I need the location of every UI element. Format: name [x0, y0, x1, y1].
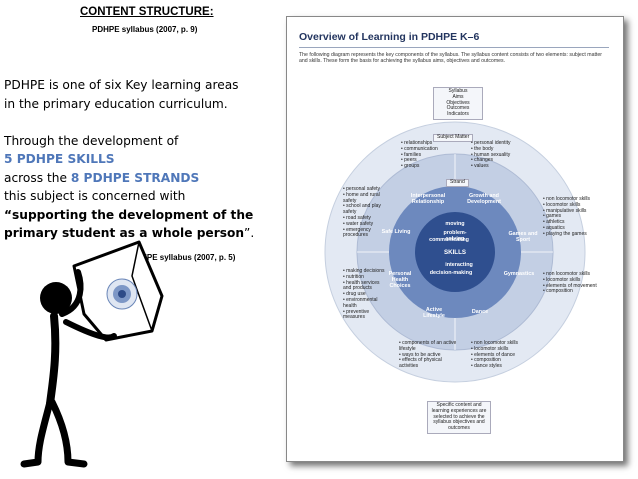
list-item: changes — [471, 158, 531, 164]
list-item: values — [471, 163, 531, 170]
strand-gymnastics: Gymnastics — [503, 271, 535, 277]
slide-heading: CONTENT STRUCTURE: — [80, 6, 214, 18]
strand-personal-health: Personal Health Choices — [388, 271, 412, 289]
learning-experiences-box: Specific content and learning experience… — [427, 401, 491, 434]
list-item: relationships — [401, 140, 461, 147]
paragraph2-line4: this subject is concerned with — [4, 189, 186, 203]
stick-figure-illustration — [20, 240, 164, 468]
list-item: components of an active lifestyle — [399, 340, 461, 353]
paragraph-gap — [4, 113, 272, 132]
strand-growth: Growth and Development — [467, 193, 501, 205]
list-item: peers — [401, 158, 461, 164]
list-item: locomotor skills — [543, 202, 601, 209]
list-item: dance styles — [471, 363, 533, 370]
list-item: environmental health — [343, 297, 385, 310]
title-divider — [299, 47, 609, 48]
strand-active-lifestyle: Active Lifestyle — [423, 307, 445, 319]
diagram-circles — [324, 121, 586, 383]
outcomes-label: Outcomes — [446, 105, 470, 112]
indicators-label: Indicators — [447, 111, 469, 118]
syllabus-label: Syllabus — [448, 88, 468, 94]
across-text: across the — [4, 170, 71, 185]
skill-problem-solving: problem-solving — [443, 230, 467, 242]
strand-label: Strand — [446, 179, 469, 187]
list-item: groups — [401, 163, 461, 170]
list-item: non locomotor skills — [471, 340, 533, 347]
list-item: nutrition — [343, 274, 385, 281]
skill-communicating: communicating — [429, 237, 469, 243]
list-item: games — [543, 214, 601, 220]
left-upper-list: personal safety home and rural safety sc… — [337, 186, 385, 240]
syllabus-overview-panel: Overview of Learning in PDHPE K–6 The fo… — [286, 16, 624, 462]
skills-highlight: 5 PDHPE SKILLS — [4, 152, 115, 166]
objectives-label: Objectives — [446, 99, 470, 106]
list-item: elements of movement — [543, 283, 601, 290]
list-item: personal identity — [471, 140, 531, 147]
list-item: non locomotor skills — [543, 196, 601, 203]
strand-interpersonal: Interpersonal Relationship — [410, 193, 446, 205]
list-item: elements of dance — [471, 352, 533, 359]
top-right-list: personal identity the body human sexuali… — [465, 140, 531, 170]
left-lower-list: making decisions nutrition health servic… — [337, 268, 385, 322]
citation-top: PDHPE syllabus (2007, p. 9) — [92, 25, 198, 34]
strand-safe-living: Safe Living — [381, 229, 411, 235]
list-item: families — [401, 152, 461, 159]
diagram-title: Overview of Learning in PDHPE K–6 — [299, 31, 480, 43]
bottom-left-list: components of an active lifestyle ways t… — [393, 340, 461, 370]
diagram-intro: The following diagram represents the key… — [299, 52, 602, 65]
top-left-list: relationships communication families pee… — [395, 140, 461, 170]
list-item: locomotor skills — [471, 346, 533, 353]
list-item: communication — [401, 146, 461, 153]
list-item: locomotor skills — [543, 277, 601, 284]
list-item: athletics — [543, 219, 601, 226]
syllabus-box: Syllabus Aims Objectives Outcomes Indica… — [433, 87, 483, 120]
paragraph2-line1: Through the development of — [4, 133, 179, 148]
bottom-right-list: non locomotor skills locomotor skills el… — [465, 340, 533, 370]
skill-moving: moving — [445, 221, 465, 227]
list-item: ways to be active — [399, 352, 461, 359]
skills-center-label: SKILLS — [443, 249, 466, 256]
list-item: human sexuality — [471, 152, 531, 159]
whole-person-text: primary student as a whole person — [4, 226, 245, 240]
paragraph2-line6: primary student as a whole person”. — [4, 224, 272, 243]
list-item: emergency procedures — [343, 227, 385, 240]
strand-games: Games and Sport — [508, 231, 538, 243]
skill-interacting: interacting — [445, 262, 473, 268]
list-item: composition — [471, 358, 533, 364]
list-item: aquatics — [543, 225, 601, 232]
right-upper-list: non locomotor skills locomotor skills ma… — [537, 196, 601, 238]
paragraph2-line5: “supporting the development of the — [4, 207, 254, 222]
citation-bottom: PDHPE syllabus (2007, p. 5) — [130, 253, 236, 262]
list-item: playing the games — [543, 231, 601, 238]
closing-quote: ”. — [244, 226, 255, 240]
list-item: home and rural safety — [343, 192, 385, 205]
skill-decision-making: decision-making — [429, 270, 473, 276]
list-item: road safety — [343, 215, 385, 222]
list-item: effects of physical activities — [399, 358, 461, 370]
paragraph1-line2: in the primary education curriculum. — [4, 96, 228, 111]
right-lower-list: non locomotor skills locomotor skills el… — [537, 271, 601, 295]
list-item: school and play safety — [343, 204, 385, 216]
strand-dance: Dance — [471, 309, 489, 315]
list-item: preventive measures — [343, 309, 385, 322]
paragraph1-line1: PDHPE is one of six Key learning areas — [4, 78, 239, 92]
list-item: making decisions — [343, 268, 385, 275]
list-item: the body — [471, 146, 531, 153]
list-item: composition — [543, 289, 601, 295]
paragraph2-line3: across the 8 PDHPE STRANDS — [4, 169, 272, 188]
aims-label: Aims — [452, 93, 464, 100]
list-item: non locomotor skills — [543, 271, 601, 278]
list-item: drug use — [343, 291, 385, 298]
strands-highlight: 8 PDHPE STRANDS — [70, 170, 200, 185]
list-item: water safety — [343, 221, 385, 228]
list-item: manipulative skills — [543, 208, 601, 215]
list-item: health services and products — [343, 280, 385, 293]
list-item: personal safety — [343, 186, 385, 193]
body-text: PDHPE is one of six Key learning areas i… — [4, 76, 272, 243]
